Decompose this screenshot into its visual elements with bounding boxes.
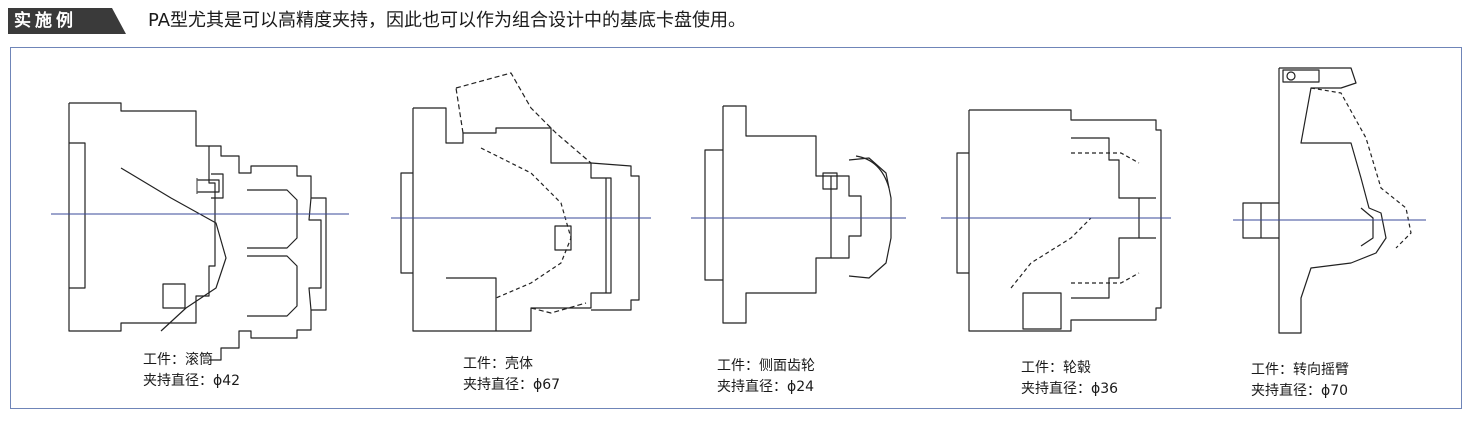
- section-tag-label: 实施例: [14, 11, 77, 31]
- caption-diameter: 夹持直径：ϕ42: [143, 373, 241, 389]
- caption-wheel-hub: 工件：轮毂 夹持直径：ϕ36: [1021, 358, 1118, 400]
- caption-diameter: 夹持直径：ϕ70: [1251, 383, 1349, 399]
- drawing-steering-arm: [1233, 67, 1426, 334]
- caption-workpiece: 工件：转向摇臂: [1251, 362, 1349, 378]
- page-header: 实施例 PA型尤其是可以高精度夹持，因此也可以作为组合设计中的基底卡盘使用。: [0, 0, 1473, 44]
- caption-housing: 工件：壳体 夹持直径：ϕ67: [463, 354, 560, 396]
- caption-workpiece: 工件：轮毂: [1021, 360, 1091, 376]
- caption-side-gear: 工件：侧面齿轮 夹持直径：ϕ24: [717, 356, 815, 398]
- section-tag: 实施例: [8, 8, 126, 34]
- drawing-wheel-hub: [941, 109, 1171, 332]
- caption-workpiece: 工件：侧面齿轮: [717, 358, 815, 374]
- caption-diameter: 夹持直径：ϕ24: [717, 379, 815, 395]
- examples-panel: 工件：滚筒 夹持直径：ϕ42 工件：壳体 夹持直径：ϕ67 工件：侧面齿轮 夹持…: [10, 47, 1462, 409]
- caption-workpiece: 工件：壳体: [463, 356, 533, 372]
- headline: PA型尤其是可以高精度夹持，因此也可以作为组合设计中的基底卡盘使用。: [148, 10, 747, 31]
- drawing-side-gear: [691, 105, 906, 324]
- drawing-drum: [51, 102, 349, 361]
- caption-workpiece: 工件：滚筒: [143, 352, 213, 368]
- section-tag-shape: [8, 8, 126, 34]
- drawing-housing: [391, 72, 651, 332]
- caption-drum: 工件：滚筒 夹持直径：ϕ42: [143, 350, 240, 392]
- caption-diameter: 夹持直径：ϕ67: [463, 377, 561, 393]
- caption-diameter: 夹持直径：ϕ36: [1021, 381, 1119, 397]
- caption-steering-arm: 工件：转向摇臂 夹持直径：ϕ70: [1251, 360, 1349, 402]
- technical-drawings: [51, 67, 1426, 361]
